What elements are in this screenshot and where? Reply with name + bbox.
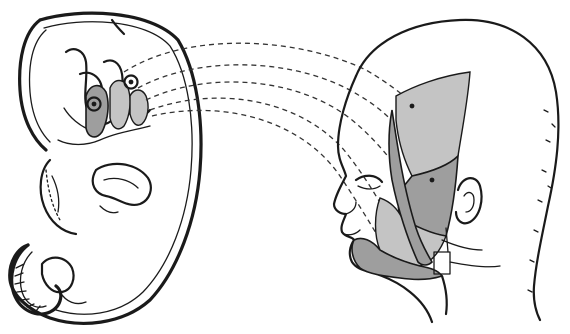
correspondence-lines [124,43,414,250]
adult-head [334,20,558,322]
embryo-limb-bud [93,164,151,205]
embryo-arch-shaded-3 [130,90,148,125]
head-back-stipple [528,110,555,292]
embryo-arch-shaded-1 [86,86,108,137]
dashed-line-3 [146,82,404,178]
adult-ear [456,178,482,223]
embryo-head-back [20,20,46,150]
region-dot-1 [410,104,415,109]
embryo-tail [12,245,61,314]
region-dot-2 [430,178,435,183]
embryo-outline [10,13,201,323]
region-upper-face [396,72,470,176]
adult-eye [356,176,382,182]
neck-front [442,276,447,314]
embryo [10,13,201,323]
